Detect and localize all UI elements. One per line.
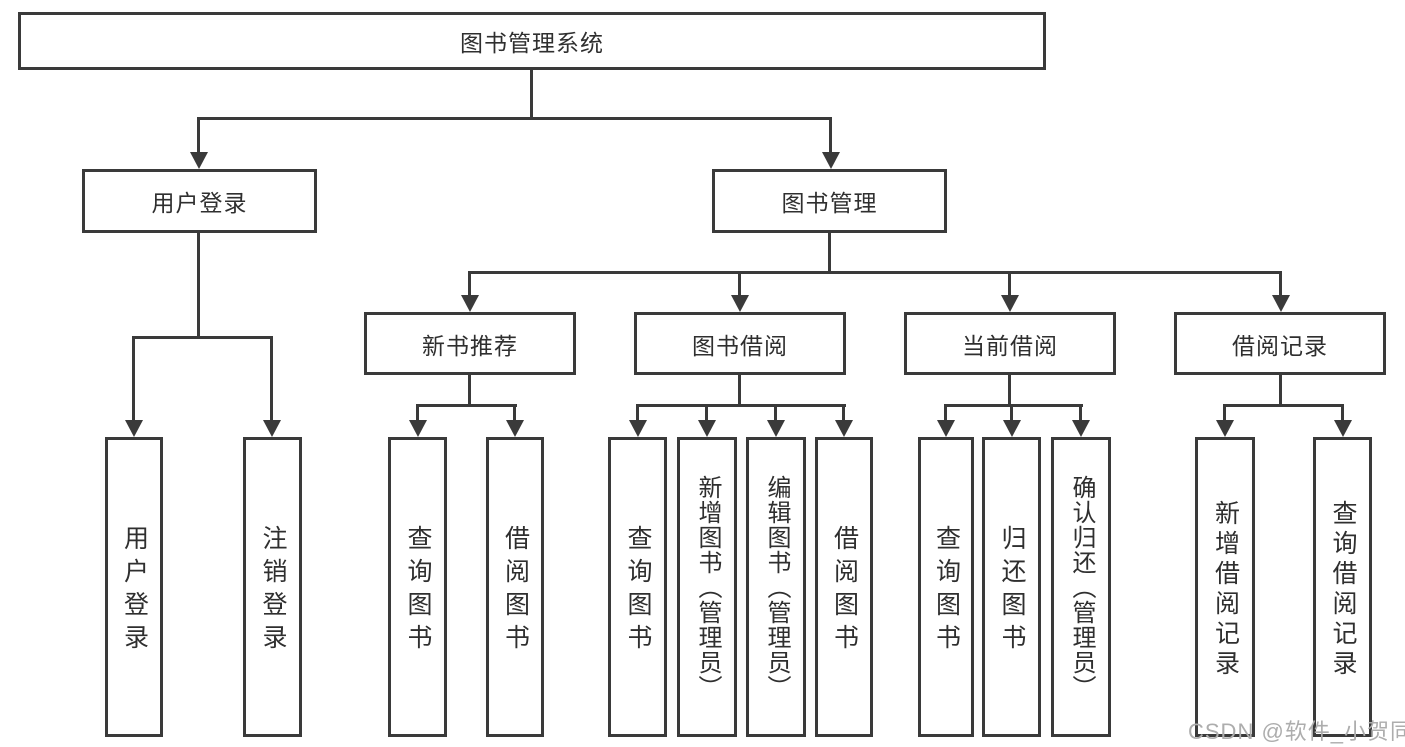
leaf-label: 编辑图书（管理员）	[763, 474, 790, 700]
leaf-label: 查询借阅记录	[1329, 499, 1357, 680]
connector-line	[636, 404, 639, 422]
connector-line	[705, 404, 708, 422]
leaf-logout-login: 注销登录	[243, 437, 302, 737]
connector-line	[738, 271, 741, 297]
arrow-down-icon	[506, 420, 524, 437]
arrow-down-icon	[767, 420, 785, 437]
connector-line	[132, 336, 273, 339]
node-label: 图书管理系统	[460, 30, 604, 56]
arrow-down-icon	[409, 420, 427, 437]
arrow-down-icon	[822, 152, 840, 169]
leaf-borrowing-edit-books-admin: 编辑图书（管理员）	[746, 437, 806, 737]
leaf-borrowing-query-books: 查询图书	[608, 437, 667, 737]
connector-line	[944, 404, 947, 422]
node-label: 图书借阅	[692, 332, 788, 359]
node-book-management: 图书管理	[712, 169, 947, 233]
connector-line	[270, 336, 273, 423]
leaf-label: 查询图书	[404, 525, 432, 657]
connector-line	[828, 233, 831, 274]
connector-line	[468, 271, 471, 297]
leaf-label: 确认归还（管理员）	[1068, 474, 1095, 700]
connector-line	[1010, 404, 1013, 422]
connector-line	[1341, 404, 1344, 422]
connector-line	[468, 375, 471, 407]
connector-line	[774, 404, 777, 422]
connector-line	[1008, 271, 1011, 297]
connector-line	[1223, 404, 1226, 422]
csdn-watermark: CSDN @软件_小贺同学	[1188, 719, 1405, 744]
arrow-down-icon	[1334, 420, 1352, 437]
connector-line	[513, 404, 516, 422]
leaf-borrowing-add-books-admin: 新增图书（管理员）	[677, 437, 737, 737]
arrow-down-icon	[461, 295, 479, 312]
arrow-down-icon	[629, 420, 647, 437]
arrow-down-icon	[1216, 420, 1234, 437]
arrow-down-icon	[190, 152, 208, 169]
arrow-down-icon	[1072, 420, 1090, 437]
leaf-borrowing-borrow-books: 借阅图书	[815, 437, 873, 737]
node-label: 新书推荐	[422, 332, 518, 359]
connector-line	[829, 117, 832, 155]
leaf-current-confirm-return-admin: 确认归还（管理员）	[1051, 437, 1111, 737]
arrow-down-icon	[731, 295, 749, 312]
node-label: 图书管理	[781, 190, 878, 216]
leaf-label: 查询图书	[624, 525, 652, 657]
node-borrow-records: 借阅记录	[1174, 312, 1386, 375]
leaf-label: 用户登录	[120, 525, 149, 657]
connector-line	[530, 70, 533, 119]
node-label: 当前借阅	[962, 332, 1058, 359]
arrow-down-icon	[698, 420, 716, 437]
connector-line	[1079, 404, 1082, 422]
connector-line	[944, 404, 1083, 407]
leaf-label: 借阅图书	[830, 525, 859, 657]
leaf-label: 新增借阅记录	[1211, 499, 1240, 680]
node-label: 借阅记录	[1232, 332, 1328, 359]
leaf-records-add-record: 新增借阅记录	[1195, 437, 1255, 737]
connector-line	[197, 117, 200, 155]
leaf-current-return-books: 归还图书	[982, 437, 1041, 737]
connector-line	[1279, 271, 1282, 297]
leaf-label: 归还图书	[998, 525, 1026, 657]
connector-line	[197, 233, 200, 339]
node-book-borrowing: 图书借阅	[634, 312, 846, 375]
leaf-records-query-record: 查询借阅记录	[1313, 437, 1372, 737]
arrow-down-icon	[1003, 420, 1021, 437]
leaf-newrec-borrow-books: 借阅图书	[486, 437, 544, 737]
leaf-label: 注销登录	[259, 525, 287, 657]
connector-line	[197, 117, 832, 120]
connector-line	[842, 404, 845, 422]
arrow-down-icon	[1001, 295, 1019, 312]
arrow-down-icon	[125, 420, 143, 437]
leaf-label: 查询图书	[932, 525, 961, 657]
connector-line	[416, 404, 517, 407]
node-label: 用户登录	[151, 190, 248, 216]
connector-line	[636, 404, 846, 407]
arrow-down-icon	[263, 420, 281, 437]
node-user-login: 用户登录	[82, 169, 317, 233]
arrow-down-icon	[835, 420, 853, 437]
node-current-borrowing: 当前借阅	[904, 312, 1116, 375]
connector-line	[1279, 375, 1282, 407]
leaf-label: 借阅图书	[501, 525, 530, 657]
leaf-newrec-query-books: 查询图书	[388, 437, 447, 737]
connector-line	[468, 271, 1282, 274]
connector-line	[738, 375, 741, 407]
leaf-label: 新增图书（管理员）	[694, 474, 721, 700]
connector-line	[132, 336, 135, 423]
node-library-management-system: 图书管理系统	[18, 12, 1046, 70]
node-new-book-recommend: 新书推荐	[364, 312, 576, 375]
leaf-user-login: 用户登录	[105, 437, 163, 737]
leaf-current-query-books: 查询图书	[918, 437, 974, 737]
connector-line	[1223, 404, 1344, 407]
connector-line	[416, 404, 419, 422]
arrow-down-icon	[1272, 295, 1290, 312]
connector-line	[1008, 375, 1011, 407]
arrow-down-icon	[937, 420, 955, 437]
